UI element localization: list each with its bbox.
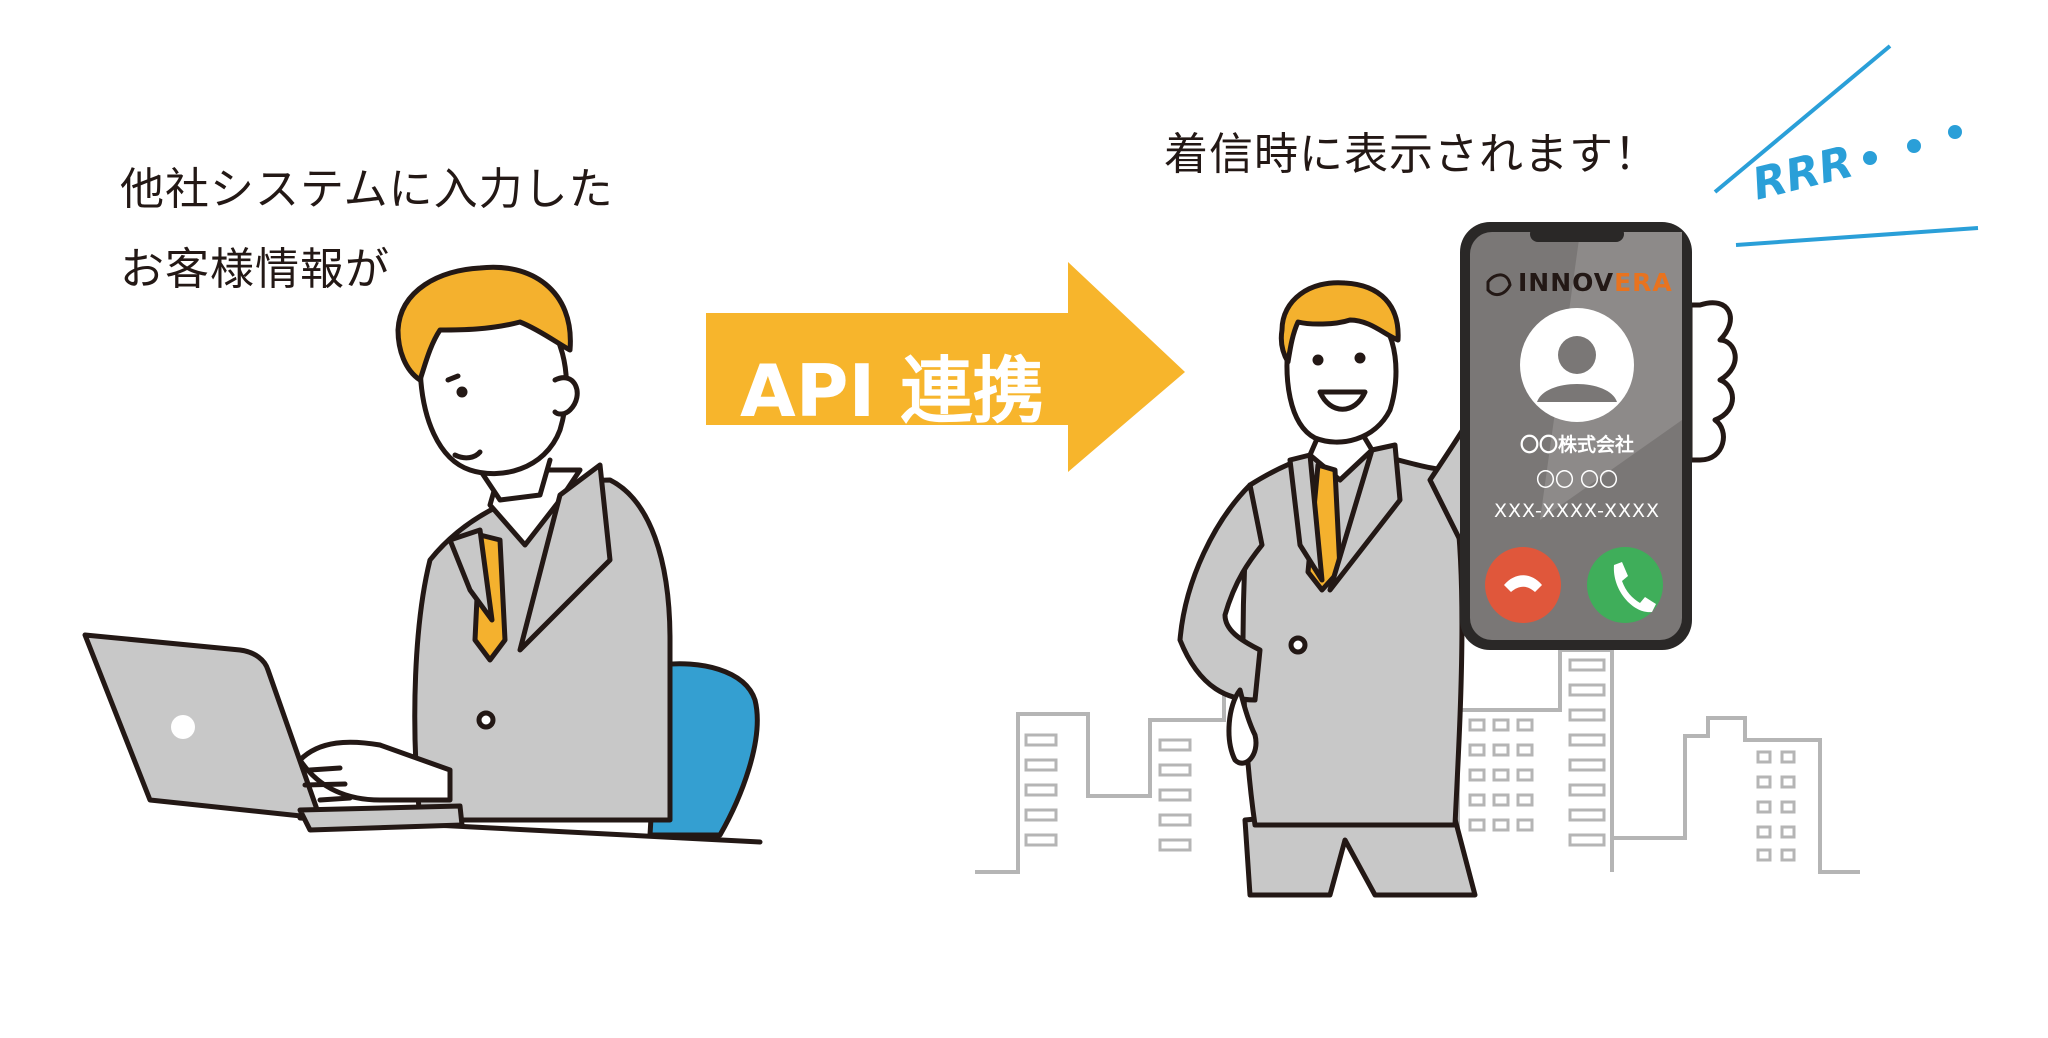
brand-prefix: INNOV: [1518, 268, 1615, 297]
person-with-phone: [1177, 280, 1738, 898]
accept-button[interactable]: [1587, 547, 1663, 623]
phone-brand: INNOVERA: [1518, 268, 1673, 297]
decline-button[interactable]: [1485, 547, 1561, 623]
caller-company: 〇〇株式会社: [1519, 434, 1634, 456]
smartphone: [1460, 222, 1692, 650]
ring-lines: [1713, 44, 1979, 247]
person-at-laptop: [82, 264, 763, 845]
api-label: API 連携: [740, 349, 1045, 433]
left-caption-line2: お客様情報が: [120, 244, 390, 295]
ring-dots: [1863, 125, 1962, 165]
caller-name: 〇〇 〇〇: [1535, 469, 1619, 491]
caller-number: XXX-XXXX-XXXX: [1493, 500, 1661, 522]
arrow-shape: [706, 262, 1185, 472]
right-caption: 着信時に表示されます！: [1164, 129, 1659, 180]
brand-suffix: ERA: [1614, 268, 1673, 297]
left-caption: 他社システムに入力した お客様情報が: [120, 150, 614, 310]
left-caption-line1: 他社システムに入力した: [120, 164, 614, 215]
